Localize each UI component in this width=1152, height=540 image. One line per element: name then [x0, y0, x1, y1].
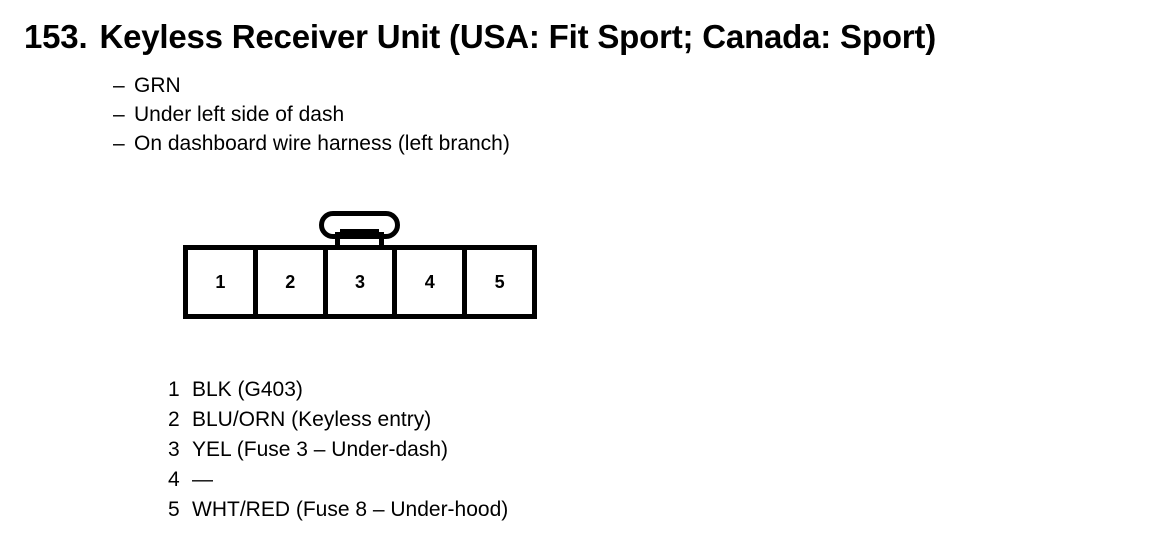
- connector-cavity-1: 1: [188, 250, 258, 314]
- latch-outline: [319, 211, 400, 239]
- description-line: – GRN: [113, 71, 510, 100]
- pin-description: —: [192, 468, 213, 491]
- pin-number: 2: [168, 408, 180, 431]
- description-list: – GRN – Under left side of dash – On das…: [113, 71, 510, 158]
- description-line-text: Under left side of dash: [134, 103, 345, 126]
- connector-cavity-3: 3: [328, 250, 398, 314]
- latch-stem-right: [379, 232, 384, 245]
- pin-legend-row: 2 BLU/ORN (Keyless entry): [168, 405, 508, 435]
- item-number: 153.: [24, 18, 88, 55]
- pin-legend-row: 1 BLK (G403): [168, 375, 508, 405]
- description-line: – On dashboard wire harness (left branch…: [113, 129, 510, 158]
- connector-diagram: 1 2 3 4 5: [183, 211, 543, 323]
- pin-number: 3: [168, 438, 180, 461]
- description-line-text: GRN: [134, 74, 181, 97]
- page-title-text: Keyless Receiver Unit (USA: Fit Sport; C…: [99, 18, 936, 55]
- connector-body: 1 2 3 4 5: [183, 245, 537, 319]
- dash-bullet-icon: –: [113, 103, 125, 126]
- connector-cavity-2: 2: [258, 250, 328, 314]
- connector-cavity-4: 4: [397, 250, 468, 314]
- latch-stem-left: [335, 232, 340, 245]
- pin-description: YEL (Fuse 3 – Under-dash): [192, 438, 449, 461]
- pin-legend: 1 BLK (G403) 2 BLU/ORN (Keyless entry) 3…: [168, 375, 508, 525]
- pin-legend-row: 5 WHT/RED (Fuse 8 – Under-hood): [168, 495, 508, 525]
- pin-number: 5: [168, 498, 180, 521]
- pin-description: BLK (G403): [192, 378, 303, 401]
- page-title: 153. Keyless Receiver Unit (USA: Fit Spor…: [24, 18, 936, 56]
- pin-description: WHT/RED (Fuse 8 – Under-hood): [192, 498, 509, 521]
- pin-legend-row: 4 —: [168, 465, 508, 495]
- connector-cavity-5: 5: [494, 271, 505, 292]
- dash-bullet-icon: –: [113, 74, 125, 97]
- pin-description: BLU/ORN (Keyless entry): [192, 408, 432, 431]
- description-line: – Under left side of dash: [113, 100, 510, 129]
- description-line-text: On dashboard wire harness (left branch): [134, 132, 510, 155]
- pin-legend-row: 3 YEL (Fuse 3 – Under-dash): [168, 435, 508, 465]
- connector-latch-icon: [319, 211, 400, 245]
- latch-stem-bridge: [340, 229, 379, 235]
- pin-number: 4: [168, 468, 180, 491]
- pin-number: 1: [168, 378, 180, 401]
- dash-bullet-icon: –: [113, 132, 125, 155]
